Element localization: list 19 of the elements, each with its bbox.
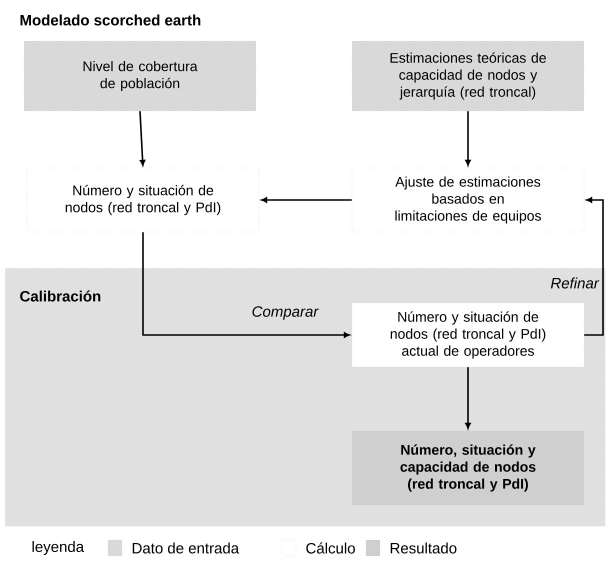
input-box: Nivel de cobertura de población [24,40,256,112]
arrow [465,367,471,429]
arrow [584,197,604,336]
legend-label: Dato de entrada [132,542,240,554]
arrow [139,111,146,166]
input-box: Estimaciones teóricas de capacidad de nodos y jerarquía (red troncal) [352,40,584,112]
legend-label: Resultado [390,542,456,554]
arrow [142,232,350,338]
arrow [261,197,352,203]
result-box: Número, situación y capacidad de nodos (red troncal y PdI) [352,430,584,506]
legend-title: leyenda [32,541,84,555]
heading: Modelado scorched earth [20,14,200,26]
edge-label: Refinar [549,276,600,290]
arrow [465,111,471,166]
process-box: Ajuste de estimaciones basados en limitaciones de equipos [352,168,584,232]
edge-label: Comparar [250,305,320,321]
process-box: Número y situación de nodos (red troncal y PdI) actual de operadores [352,302,584,368]
process-box: Número y situación de nodos (red troncal y PdI) [26,168,260,232]
legend-label: Cálculo [306,542,355,554]
